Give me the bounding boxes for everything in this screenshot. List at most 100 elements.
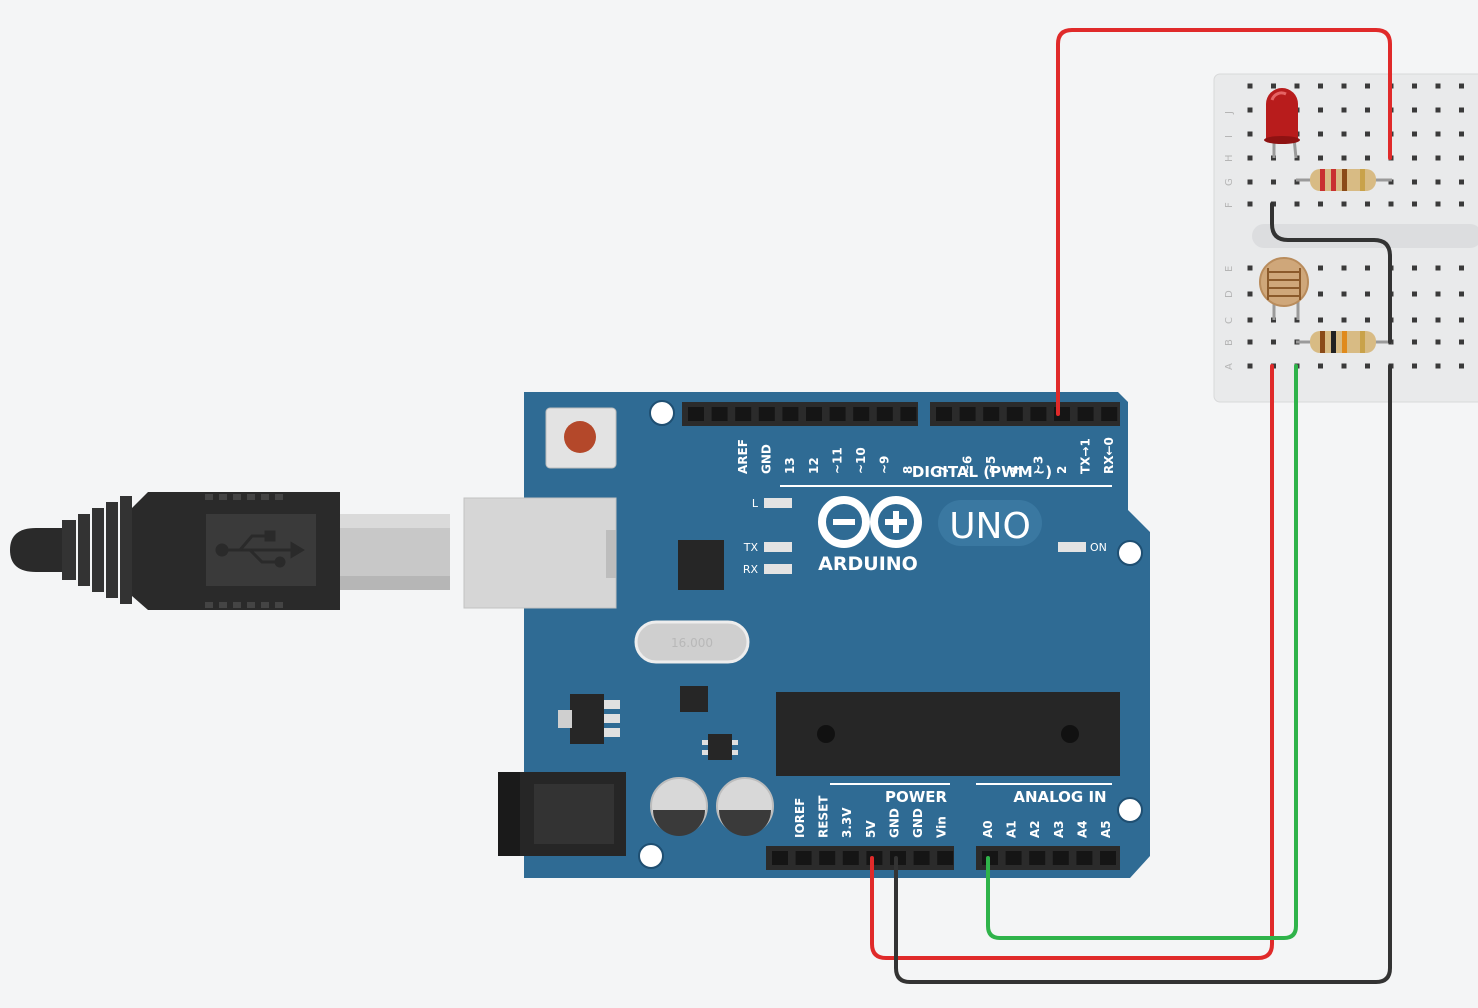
analog-pin-socket[interactable] xyxy=(1100,851,1116,865)
breadboard-hole[interactable] xyxy=(1459,84,1464,89)
digital-pin-socket[interactable] xyxy=(782,407,798,421)
breadboard-hole[interactable] xyxy=(1389,202,1394,207)
analog-pin-socket[interactable] xyxy=(1076,851,1092,865)
digital-pin-socket[interactable] xyxy=(877,407,893,421)
breadboard-hole[interactable] xyxy=(1248,318,1253,323)
breadboard-hole[interactable] xyxy=(1459,266,1464,271)
breadboard-hole[interactable] xyxy=(1459,318,1464,323)
breadboard-hole[interactable] xyxy=(1342,318,1347,323)
digital-pin-socket[interactable] xyxy=(900,407,916,421)
breadboard-hole[interactable] xyxy=(1436,156,1441,161)
analog-pin-socket[interactable] xyxy=(1029,851,1045,865)
breadboard-hole[interactable] xyxy=(1412,132,1417,137)
breadboard-hole[interactable] xyxy=(1248,180,1253,185)
breadboard-hole[interactable] xyxy=(1342,202,1347,207)
breadboard-hole[interactable] xyxy=(1459,108,1464,113)
breadboard-hole[interactable] xyxy=(1318,132,1323,137)
breadboard-hole[interactable] xyxy=(1342,108,1347,113)
breadboard-hole[interactable] xyxy=(1248,132,1253,137)
digital-pin-socket[interactable] xyxy=(759,407,775,421)
breadboard-hole[interactable] xyxy=(1412,180,1417,185)
analog-pin-socket[interactable] xyxy=(1006,851,1022,865)
breadboard-hole[interactable] xyxy=(1318,266,1323,271)
power-pin-socket[interactable] xyxy=(866,851,882,865)
breadboard-hole[interactable] xyxy=(1295,202,1300,207)
breadboard-hole[interactable] xyxy=(1365,108,1370,113)
breadboard-hole[interactable] xyxy=(1436,318,1441,323)
breadboard-hole[interactable] xyxy=(1412,84,1417,89)
breadboard-hole[interactable] xyxy=(1365,84,1370,89)
breadboard-hole[interactable] xyxy=(1436,340,1441,345)
breadboard-hole[interactable] xyxy=(1342,156,1347,161)
breadboard-hole[interactable] xyxy=(1436,84,1441,89)
digital-pin-socket[interactable] xyxy=(1078,407,1094,421)
breadboard-hole[interactable] xyxy=(1365,364,1370,369)
breadboard-hole[interactable] xyxy=(1365,292,1370,297)
breadboard-hole[interactable] xyxy=(1342,132,1347,137)
breadboard-hole[interactable] xyxy=(1459,292,1464,297)
breadboard-hole[interactable] xyxy=(1271,180,1276,185)
breadboard-hole[interactable] xyxy=(1271,340,1276,345)
breadboard-hole[interactable] xyxy=(1318,202,1323,207)
arduino-uno-board[interactable]: 16.000 xyxy=(464,392,1150,878)
digital-pin-socket[interactable] xyxy=(712,407,728,421)
breadboard-hole[interactable] xyxy=(1318,84,1323,89)
breadboard-hole[interactable] xyxy=(1318,364,1323,369)
breadboard-hole[interactable] xyxy=(1318,156,1323,161)
breadboard-hole[interactable] xyxy=(1248,340,1253,345)
breadboard-hole[interactable] xyxy=(1412,156,1417,161)
breadboard-hole[interactable] xyxy=(1436,108,1441,113)
breadboard-hole[interactable] xyxy=(1459,364,1464,369)
breadboard-hole[interactable] xyxy=(1342,266,1347,271)
digital-pin-socket[interactable] xyxy=(1030,407,1046,421)
breadboard-hole[interactable] xyxy=(1412,364,1417,369)
breadboard-hole[interactable] xyxy=(1248,108,1253,113)
power-pin-socket[interactable] xyxy=(914,851,930,865)
digital-pin-socket[interactable] xyxy=(830,407,846,421)
breadboard-hole[interactable] xyxy=(1412,340,1417,345)
breadboard-hole[interactable] xyxy=(1459,180,1464,185)
breadboard-hole[interactable] xyxy=(1318,292,1323,297)
breadboard-hole[interactable] xyxy=(1248,202,1253,207)
digital-header-right[interactable] xyxy=(930,402,1120,426)
breadboard-hole[interactable] xyxy=(1412,108,1417,113)
digital-pin-socket[interactable] xyxy=(806,407,822,421)
breadboard-hole[interactable] xyxy=(1248,266,1253,271)
breadboard-hole[interactable] xyxy=(1436,132,1441,137)
breadboard-hole[interactable] xyxy=(1412,266,1417,271)
breadboard-hole[interactable] xyxy=(1459,132,1464,137)
power-pin-socket[interactable] xyxy=(796,851,812,865)
digital-header-left[interactable] xyxy=(682,402,918,426)
breadboard-hole[interactable] xyxy=(1248,156,1253,161)
digital-pin-socket[interactable] xyxy=(735,407,751,421)
breadboard-hole[interactable] xyxy=(1248,84,1253,89)
breadboard-hole[interactable] xyxy=(1318,318,1323,323)
breadboard-hole[interactable] xyxy=(1365,318,1370,323)
breadboard-hole[interactable] xyxy=(1365,202,1370,207)
reset-button[interactable] xyxy=(546,408,616,468)
breadboard-hole[interactable] xyxy=(1365,132,1370,137)
breadboard-hole[interactable] xyxy=(1248,292,1253,297)
breadboard-hole[interactable] xyxy=(1412,292,1417,297)
analog-header[interactable] xyxy=(976,846,1120,870)
power-pin-socket[interactable] xyxy=(819,851,835,865)
digital-pin-socket[interactable] xyxy=(1101,407,1117,421)
breadboard-hole[interactable] xyxy=(1412,202,1417,207)
breadboard-hole[interactable] xyxy=(1436,202,1441,207)
power-pin-socket[interactable] xyxy=(937,851,953,865)
breadboard-hole[interactable] xyxy=(1436,364,1441,369)
breadboard-hole[interactable] xyxy=(1459,202,1464,207)
breadboard-hole[interactable] xyxy=(1271,84,1276,89)
breadboard-hole[interactable] xyxy=(1436,266,1441,271)
digital-pin-socket[interactable] xyxy=(1007,407,1023,421)
digital-pin-socket[interactable] xyxy=(983,407,999,421)
power-pin-socket[interactable] xyxy=(772,851,788,865)
breadboard-hole[interactable] xyxy=(1412,318,1417,323)
breadboard-hole[interactable] xyxy=(1318,108,1323,113)
analog-pin-socket[interactable] xyxy=(1053,851,1069,865)
digital-pin-socket[interactable] xyxy=(960,407,976,421)
breadboard-hole[interactable] xyxy=(1342,292,1347,297)
breadboard-hole[interactable] xyxy=(1342,84,1347,89)
power-pin-socket[interactable] xyxy=(843,851,859,865)
